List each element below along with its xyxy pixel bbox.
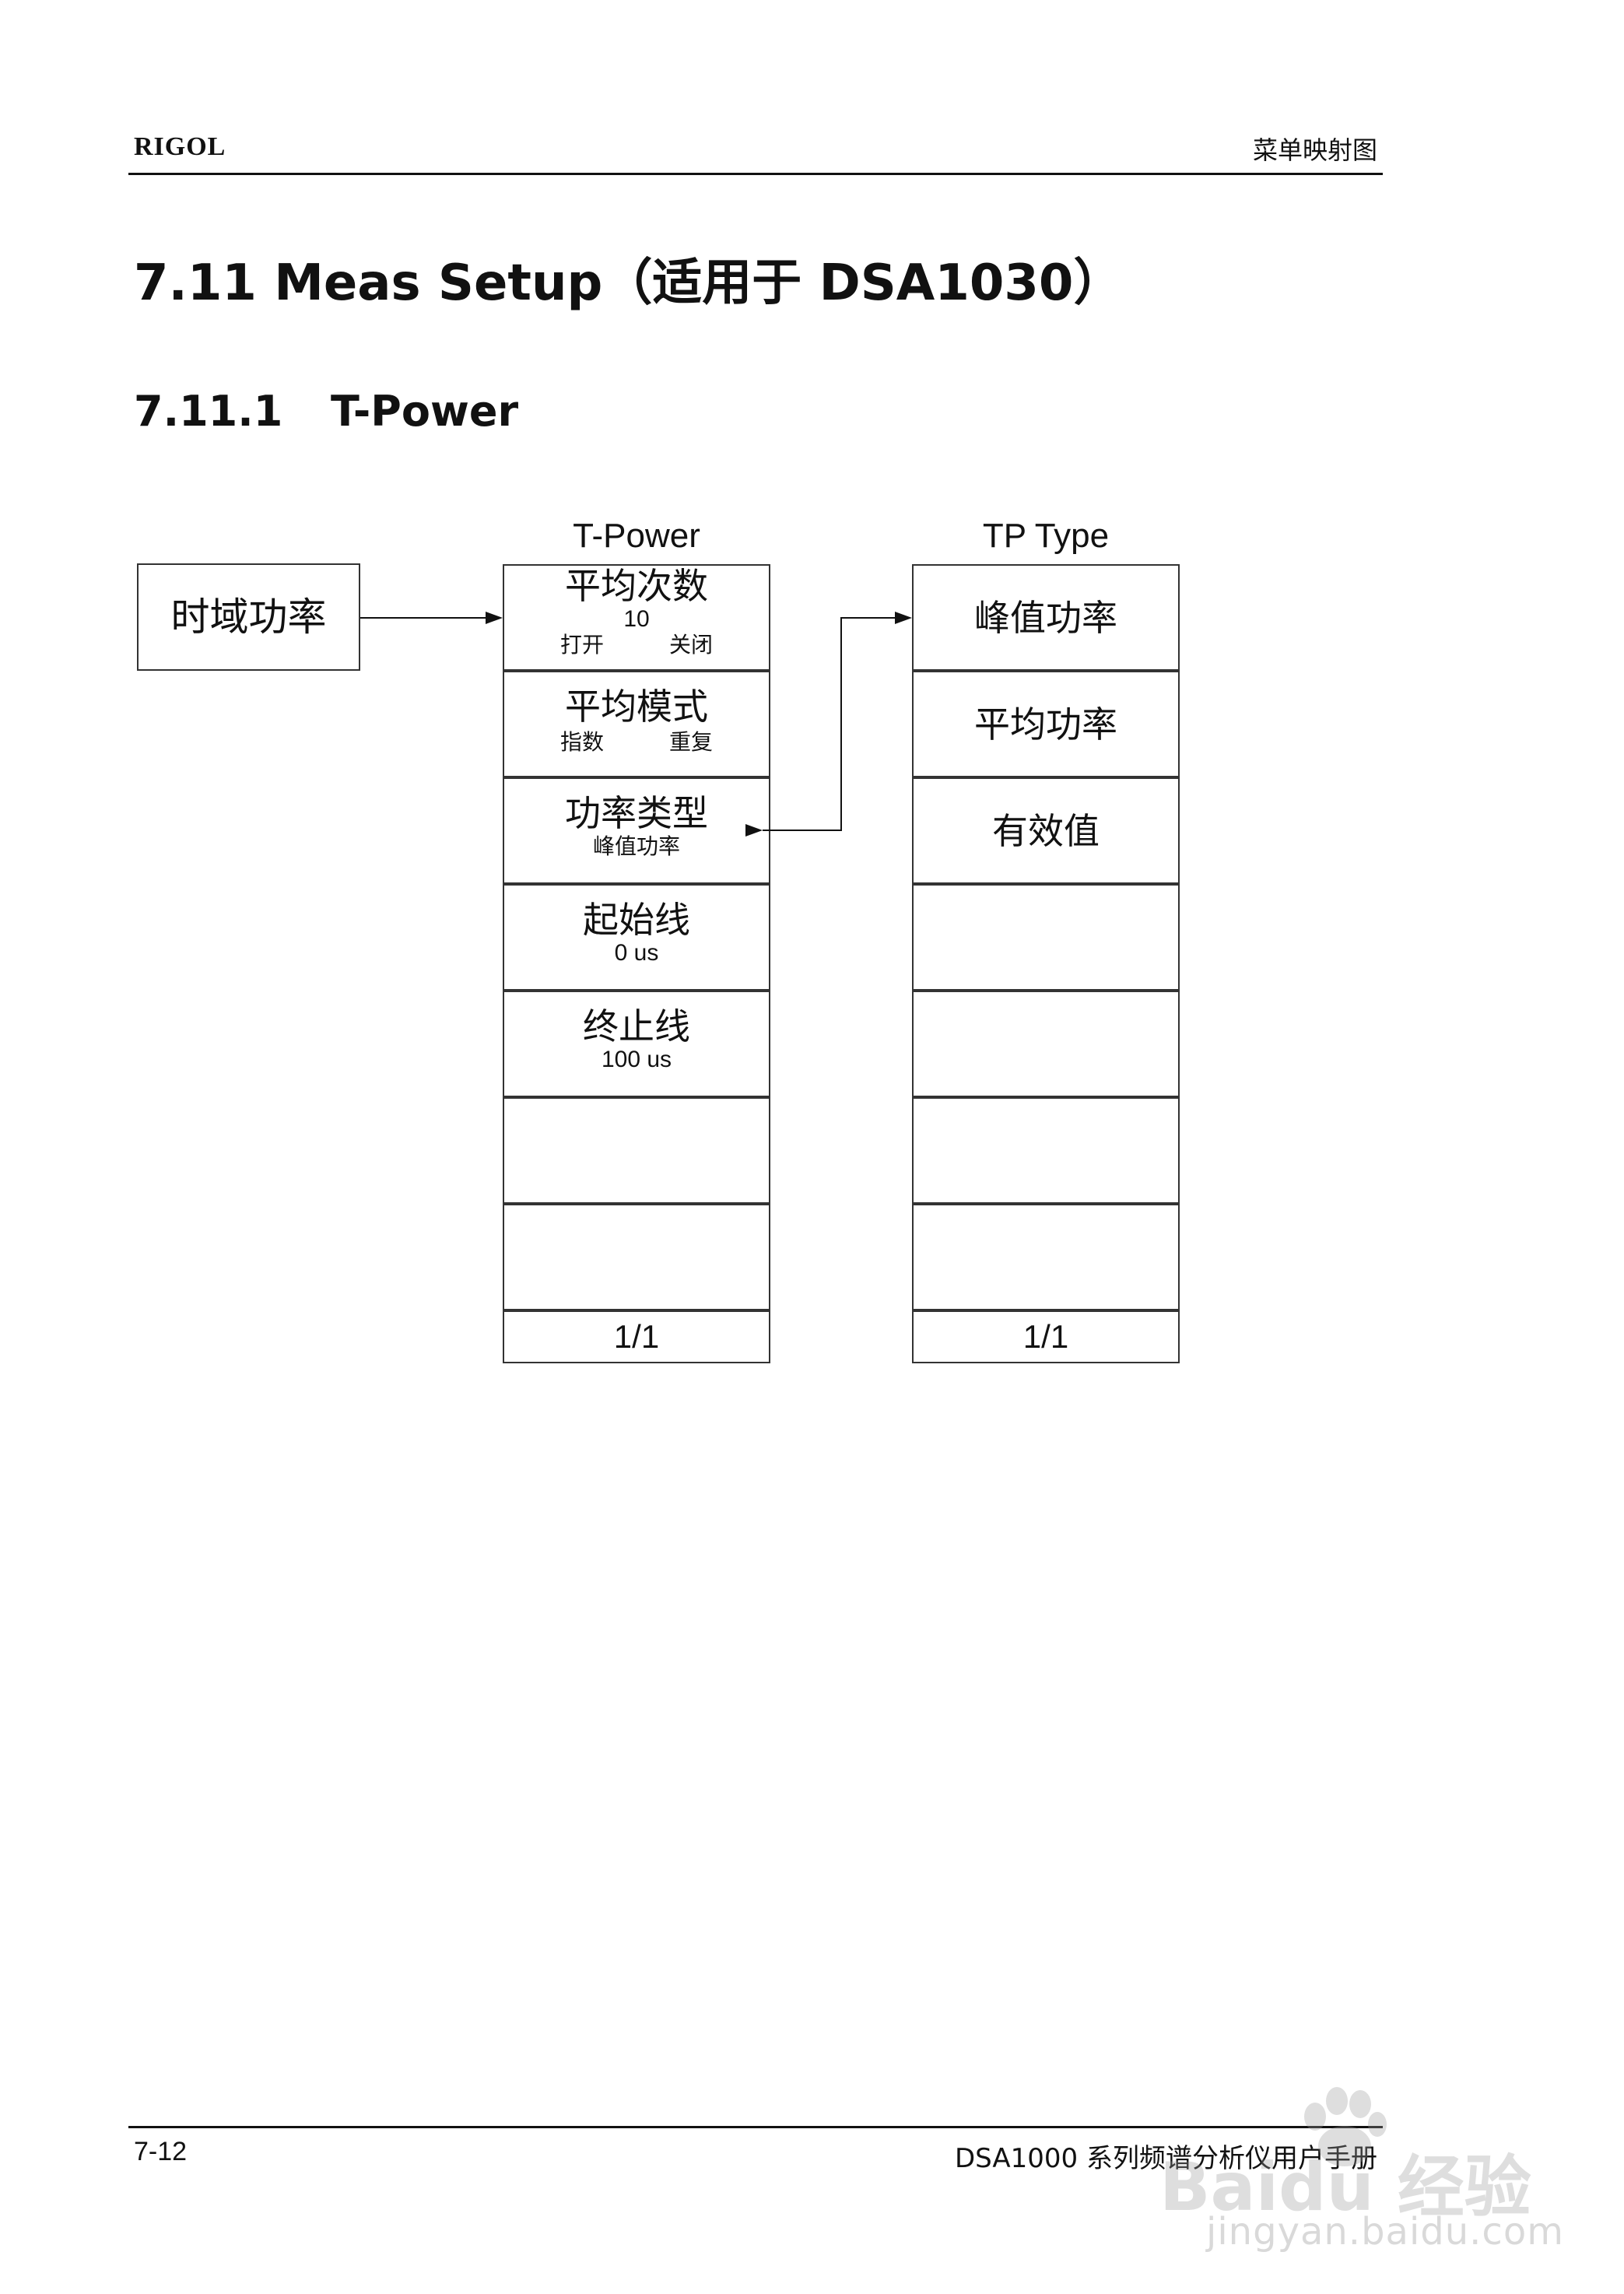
item-options: 打开 关闭	[504, 633, 769, 658]
tptype-item-peak-power: 峰值功率	[912, 564, 1180, 671]
menu-item-empty	[503, 1097, 770, 1204]
item-current-value: 峰值功率	[592, 833, 680, 859]
section-heading: 7.11 Meas Setup（适用于 DSA1030）	[134, 254, 1124, 312]
watermark-brand: Baidu 经验	[1159, 2148, 1531, 2226]
tptype-item-empty	[912, 1204, 1180, 1310]
option-off: 关闭	[668, 632, 713, 658]
tptype-item-average-power: 平均功率	[912, 671, 1180, 777]
footer-page-number: 7-12	[134, 2137, 188, 2166]
arrowhead-right-icon	[486, 612, 503, 624]
baidu-watermark: Baidu 经验 jingyan.baidu.com	[1159, 2070, 1564, 2257]
arrowhead-right-icon	[895, 612, 912, 624]
footer-rule	[128, 2126, 1383, 2128]
item-title: 平均功率	[974, 703, 1117, 745]
menu-item-empty	[503, 1204, 770, 1310]
item-title: 起始线	[583, 899, 690, 941]
footer-manual-title: DSA1000 系列频谱分析仪用户手册	[955, 2143, 1377, 2174]
menu-item-power-type: 功率类型 峰值功率	[503, 777, 770, 884]
item-title: 终止线	[583, 1005, 690, 1047]
watermark-url: jingyan.baidu.com	[1206, 2210, 1564, 2254]
header-rule	[128, 173, 1383, 175]
entry-key-label: 时域功率	[170, 595, 327, 640]
page-label: 1/1	[613, 1318, 660, 1355]
item-value: 100 us	[601, 1047, 672, 1072]
tptype-item-rms: 有效值	[912, 777, 1180, 884]
page-label: 1/1	[1022, 1318, 1069, 1355]
option-exponential: 指数	[559, 729, 604, 755]
tptype-item-empty	[912, 991, 1180, 1097]
menu-item-stop-line: 终止线 100 us	[503, 991, 770, 1097]
connector-line-power-type	[763, 617, 898, 831]
item-value: 10	[623, 606, 650, 632]
header-section-title: 菜单映射图	[1252, 135, 1377, 165]
item-title: 平均模式	[565, 686, 708, 728]
paw-logo-icon	[1304, 2087, 1387, 2166]
entry-key-box: 时域功率	[137, 563, 360, 671]
menu-page-indicator: 1/1	[503, 1310, 770, 1363]
item-options: 指数 重复	[504, 730, 769, 755]
brand-logo-text: RIGOL	[134, 132, 226, 161]
subsection-title: T-Power	[331, 387, 519, 436]
menu-title-tpower: T-Power	[573, 517, 700, 555]
item-title: 功率类型	[565, 792, 708, 834]
item-title: 平均次数	[565, 565, 708, 607]
menu-item-average-count: 平均次数 10 打开 关闭	[503, 564, 770, 671]
item-title: 有效值	[992, 809, 1100, 852]
item-value: 0 us	[614, 940, 659, 966]
tptype-item-empty	[912, 1097, 1180, 1204]
item-title: 峰值功率	[974, 596, 1117, 639]
subsection-number: 7.11.1	[134, 387, 283, 436]
option-on: 打开	[559, 632, 604, 658]
option-repeat: 重复	[668, 729, 713, 755]
menu-item-average-mode: 平均模式 指数 重复	[503, 671, 770, 777]
tptype-item-empty	[912, 884, 1180, 991]
menu-item-start-line: 起始线 0 us	[503, 884, 770, 991]
tptype-page-indicator: 1/1	[912, 1310, 1180, 1363]
menu-title-tptype: TP Type	[982, 517, 1110, 555]
